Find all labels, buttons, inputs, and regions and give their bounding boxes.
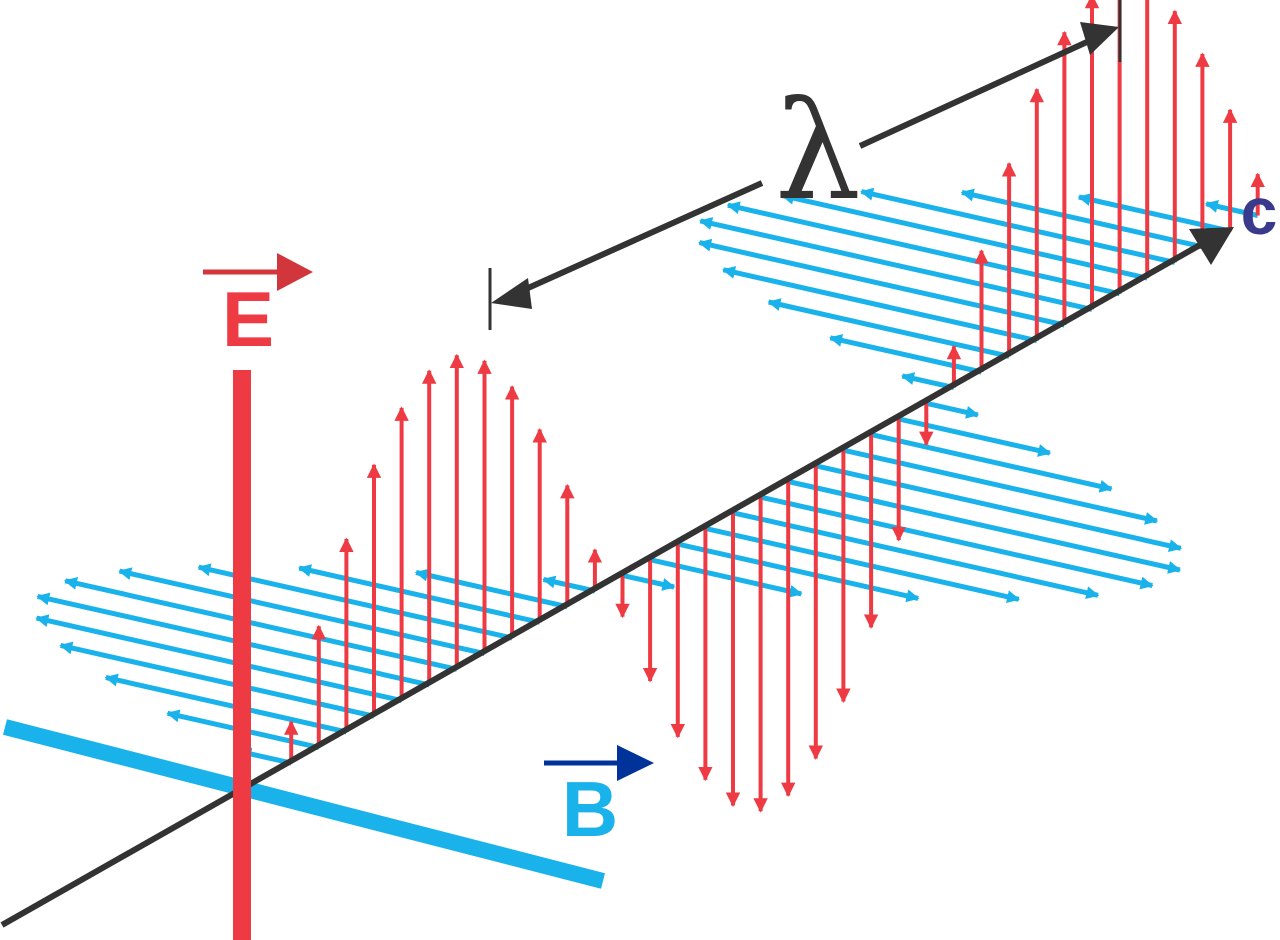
magnetic-field-label: B xyxy=(562,765,618,853)
magnetic-axis-line xyxy=(3,719,605,889)
magnetic-field-arrow xyxy=(699,217,1093,312)
speed-label: c xyxy=(1241,174,1278,248)
wavelength-line-left xyxy=(506,180,764,300)
magnetic-field-arrow xyxy=(35,614,403,704)
magnetic-field-arrow xyxy=(677,541,920,603)
magnetic-field-arrow xyxy=(704,525,1021,604)
wavelength-arrowhead-right-icon xyxy=(1080,22,1119,55)
wavelength-arrowhead-left-icon xyxy=(491,278,532,309)
wavelength-line-right xyxy=(858,33,1102,149)
field-arrows-group xyxy=(35,0,1265,813)
magnetic-field-arrow xyxy=(63,577,458,672)
magnetic-field-arrow xyxy=(1077,193,1231,234)
magnetic-field-arrow xyxy=(815,463,1183,553)
magnetic-field-arrow xyxy=(842,447,1159,525)
magnetic-field-arrow xyxy=(898,416,1052,457)
magnetic-field-arrow xyxy=(767,298,1010,359)
magnetic-field-arrow xyxy=(960,188,1203,250)
magnetic-field-arrow xyxy=(760,494,1154,590)
magnetic-field-arrow xyxy=(722,266,1038,344)
magnetic-field-arrow xyxy=(118,567,486,657)
electric-vector-arrow-icon xyxy=(277,253,313,291)
magnetic-field-arrow xyxy=(726,201,1121,297)
magnetic-field-arrow xyxy=(59,641,375,719)
magnetic-field-arrow xyxy=(829,334,983,375)
magnetic-field-arrow xyxy=(787,479,1182,574)
magnetic-field-arrow xyxy=(860,187,1176,265)
wavelength-label: λ xyxy=(775,73,861,231)
magnetic-field-arrow xyxy=(732,510,1100,600)
electric-field-label: E xyxy=(222,275,274,363)
propagation-arrowhead-icon xyxy=(1189,227,1234,265)
magnetic-field-arrow xyxy=(780,191,1148,281)
magnetic-vector-arrow-icon xyxy=(617,745,654,781)
magnetic-field-arrow xyxy=(925,400,980,419)
magnetic-field-arrow xyxy=(649,557,803,598)
magnetic-field-arrow xyxy=(698,238,1065,328)
magnetic-field-arrow xyxy=(297,564,541,625)
magnetic-field-arrow xyxy=(104,673,347,735)
magnetic-field-arrow xyxy=(870,432,1113,493)
magnetic-field-arrow xyxy=(414,568,568,610)
magnetic-field-arrow xyxy=(901,372,955,391)
propagation-axis-line xyxy=(0,242,1202,928)
